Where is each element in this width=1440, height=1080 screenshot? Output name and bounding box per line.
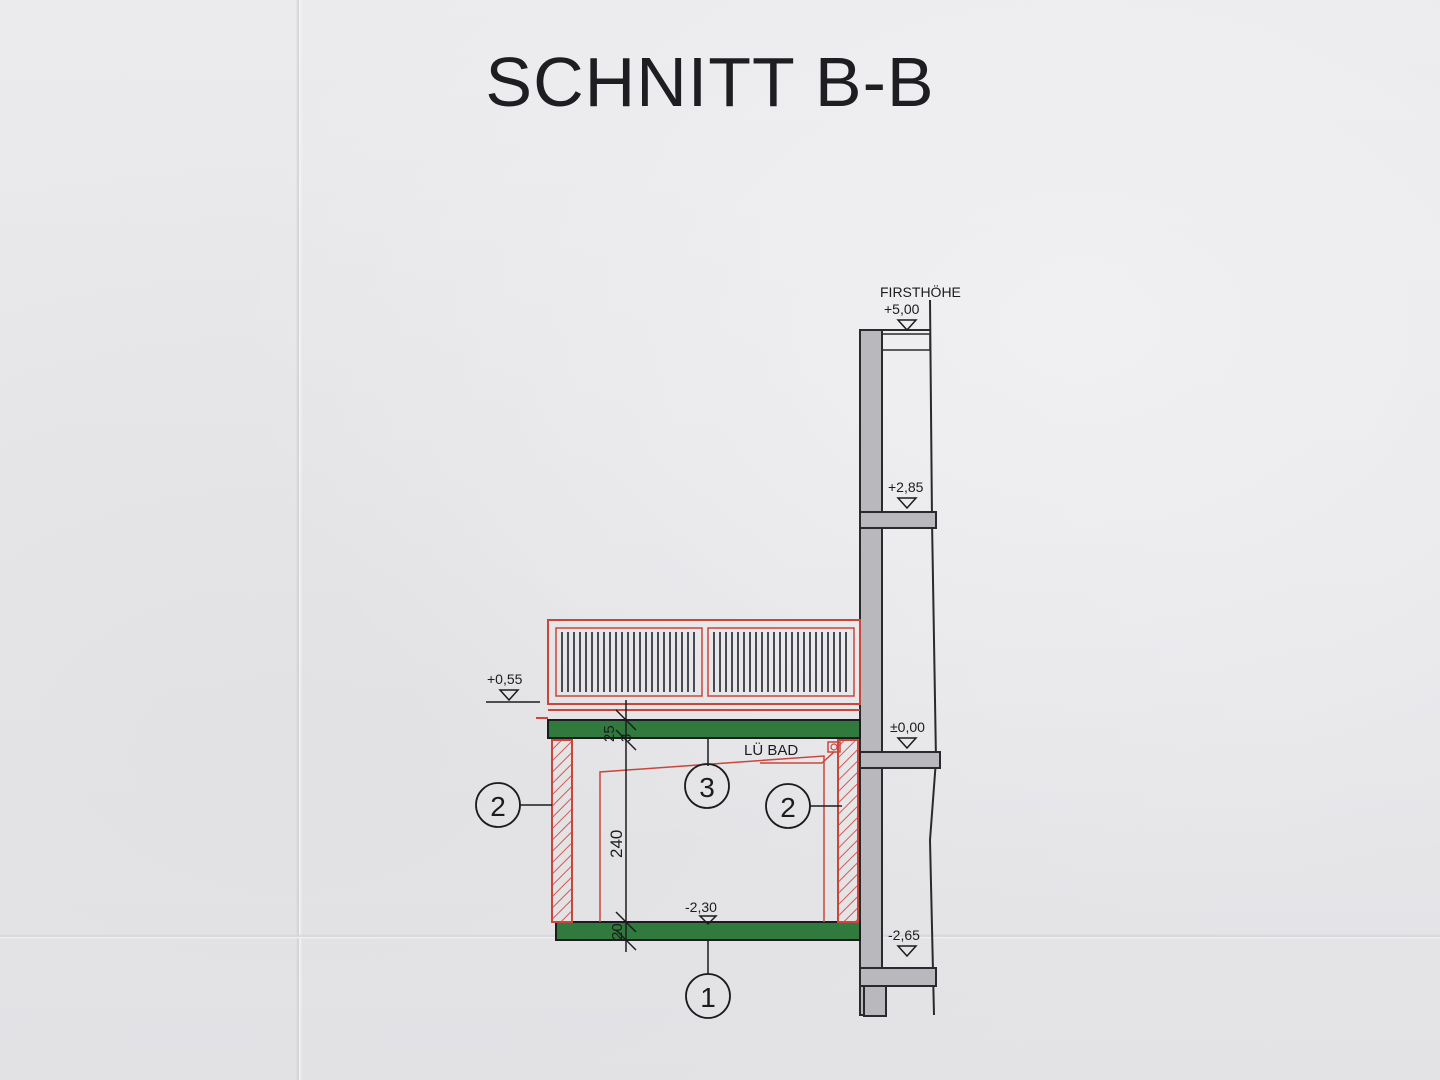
roof-band: [881, 333, 931, 351]
foundation: [863, 985, 887, 1017]
right-wall: [837, 739, 859, 923]
existing-wall: [859, 329, 883, 1016]
vent-icon: [827, 741, 841, 753]
level-triangle-icon: [896, 945, 918, 958]
level-triangle-icon: [896, 737, 918, 750]
callout-wall-right-number: 2: [780, 792, 796, 823]
dim-top-slab: 25: [601, 725, 618, 742]
upper-floor-slab: [859, 511, 937, 529]
ridge-label: FIRSTHÖHE: [880, 283, 961, 300]
upper-floor-level: +2,85: [888, 479, 924, 495]
level-marker-ridge: FIRSTHÖHE +5,00: [880, 283, 961, 332]
callout-floor-number: 1: [700, 982, 716, 1013]
callout-wall-left: 2: [475, 782, 552, 828]
level-marker-upper-floor: +2,85: [888, 479, 924, 510]
vent-label: LÜ BAD: [744, 741, 798, 759]
basement-floor-level: -2,65: [888, 927, 920, 943]
callout-floor: 1: [685, 940, 731, 1019]
level-marker-ground-floor: ±0,00: [890, 719, 925, 750]
cellar-floor-level: -2,30: [685, 899, 717, 915]
level-marker-terrace: +0,55: [486, 671, 540, 703]
callout-wall-right: 2: [765, 783, 842, 829]
left-wall: [551, 739, 573, 923]
ridge-level: +5,00: [884, 301, 920, 317]
terrace-railing: [547, 619, 861, 711]
paper-fold-vertical: [296, 0, 302, 1080]
callout-wall-left-number: 2: [490, 791, 506, 822]
dim-bottom-slab: 20: [609, 923, 626, 940]
level-triangle-icon: [896, 497, 918, 510]
railing-bars-right: [713, 632, 847, 692]
ground-floor-level: ±0,00: [890, 719, 925, 735]
basement-floor-slab: [859, 967, 937, 987]
height-dimension: 25 3 240 20: [601, 700, 637, 952]
level-triangle-icon: [896, 319, 918, 332]
top-slab: [547, 719, 861, 739]
dim-small-offset: 3: [618, 734, 635, 742]
level-triangle-icon: [698, 915, 718, 926]
existing-building-section: [859, 299, 941, 1017]
level-marker-basement: -2,65: [888, 927, 920, 958]
callout-ceiling: 3: [684, 738, 730, 809]
outer-face-line: [928, 299, 938, 1016]
railing-bars-left: [561, 632, 695, 692]
level-triangle-icon: [498, 689, 520, 702]
terrace-level: +0,55: [487, 671, 523, 687]
drawing-title: SCHNITT B-B: [485, 43, 935, 121]
vent-pipe: [760, 751, 835, 764]
level-marker-cellar-floor: -2,30: [685, 899, 718, 926]
ground-floor-slab: [859, 751, 941, 769]
callout-ceiling-number: 3: [699, 772, 715, 803]
dim-room-height: 240: [607, 830, 626, 858]
